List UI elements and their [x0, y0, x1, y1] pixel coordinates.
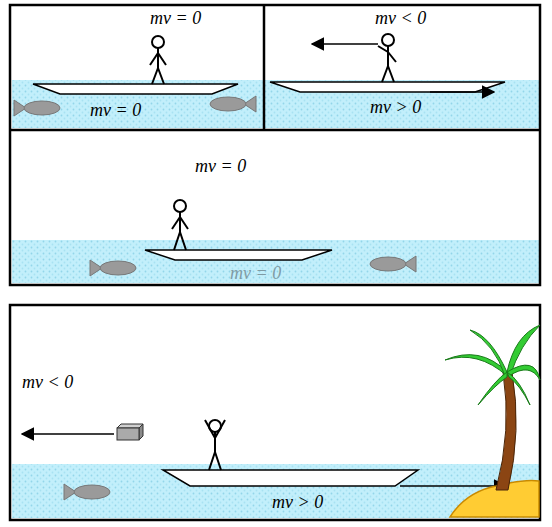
momentum-label: mv < 0: [375, 8, 426, 28]
momentum-label: mv < 0: [22, 372, 73, 392]
momentum-label: mv = 0: [150, 8, 201, 28]
fish: [14, 100, 60, 116]
fish: [64, 484, 110, 500]
palm-leaf: [478, 372, 507, 405]
figure-body: [378, 46, 396, 82]
block-side: [139, 424, 143, 440]
palm-leaf: [470, 330, 507, 376]
figure-head: [174, 200, 186, 212]
fish-body: [370, 257, 406, 271]
momentum-arrow: [22, 433, 114, 435]
boat: [163, 470, 418, 486]
palm-leaves: [445, 325, 540, 405]
figure-body: [205, 420, 225, 470]
fish: [210, 96, 256, 112]
thrown-block: [117, 424, 143, 440]
stick-figure: [205, 420, 225, 470]
panel-divider: [10, 129, 540, 132]
momentum-label: mv = 0: [195, 156, 246, 176]
stick-figure: [378, 34, 396, 82]
fish: [90, 260, 136, 276]
figure-head: [382, 34, 394, 46]
water: [12, 464, 539, 518]
water: [12, 80, 263, 128]
water: [265, 80, 539, 128]
momentum-arrow: [312, 43, 378, 45]
fish-body: [210, 97, 246, 111]
fish-body: [74, 485, 110, 499]
stick-figure: [172, 200, 188, 250]
panel-frame: [10, 5, 540, 285]
figure-head: [152, 36, 164, 48]
island: [450, 481, 539, 517]
momentum-arrow: [400, 485, 506, 487]
fish-body: [100, 261, 136, 275]
panel-frame: [10, 305, 540, 520]
palm-leaf: [507, 372, 530, 405]
figure-body: [150, 48, 166, 84]
boat: [270, 82, 505, 92]
momentum-label: mv = 0: [230, 263, 281, 283]
boat: [145, 250, 332, 260]
panel-divider: [263, 5, 266, 130]
boat: [33, 84, 238, 94]
momentum-label: mv > 0: [370, 97, 421, 117]
momentum-label: mv > 0: [272, 492, 323, 512]
fish-body: [24, 101, 60, 115]
water: [12, 240, 539, 283]
figure-body: [172, 212, 188, 250]
fish: [370, 256, 416, 272]
momentum-label: mv = 0: [90, 100, 141, 120]
momentum-arrow: [430, 91, 494, 93]
block-front: [117, 428, 139, 440]
stick-figure: [150, 36, 166, 84]
palm-trunk: [496, 372, 516, 490]
